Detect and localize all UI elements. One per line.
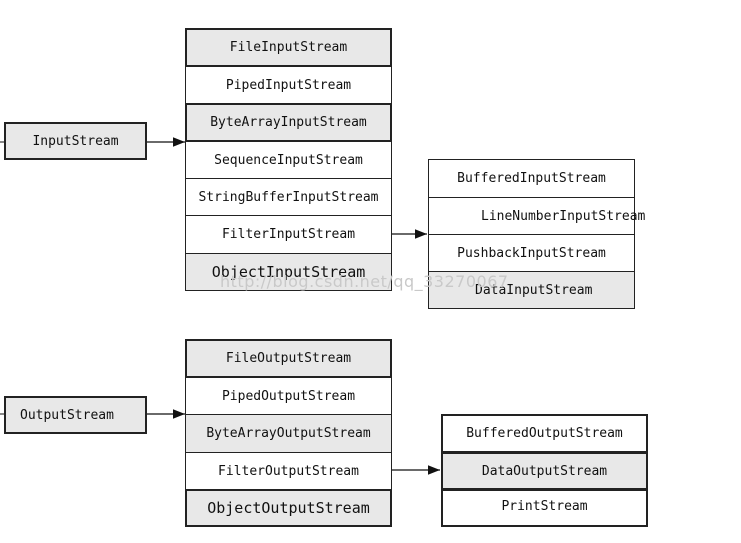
byte-array-output-stream: ByteArrayOutputStream <box>185 414 392 453</box>
filter-output-stream: FilterOutputStream <box>185 452 392 490</box>
pushback-input-stream: PushbackInputStream <box>428 234 635 272</box>
line-number-input-stream: LineNumberInputStream <box>428 197 645 235</box>
file-output-stream: FileOutputStream <box>185 339 392 378</box>
buffered-input-stream: BufferedInputStream <box>428 159 635 198</box>
data-input-stream: DataInputStream <box>428 271 635 309</box>
file-input-stream: FileInputStream <box>185 28 392 67</box>
object-output-stream: ObjectOutputStream <box>185 489 392 527</box>
sequence-input-stream: SequenceInputStream <box>185 141 392 179</box>
string-buffer-input-stream: StringBufferInputStream <box>185 178 392 216</box>
data-output-stream: DataOutputStream <box>441 452 648 490</box>
output-stream-root: OutputStream <box>4 396 147 434</box>
object-input-stream: ObjectInputStream <box>185 253 392 291</box>
filter-input-stream: FilterInputStream <box>185 215 392 254</box>
piped-input-stream: PipedInputStream <box>185 66 392 104</box>
print-stream: PrintStream <box>441 489 648 527</box>
piped-output-stream: PipedOutputStream <box>185 377 392 415</box>
buffered-output-stream: BufferedOutputStream <box>441 414 648 453</box>
input-stream-root: InputStream <box>4 122 147 160</box>
byte-array-input-stream: ByteArrayInputStream <box>185 103 392 142</box>
